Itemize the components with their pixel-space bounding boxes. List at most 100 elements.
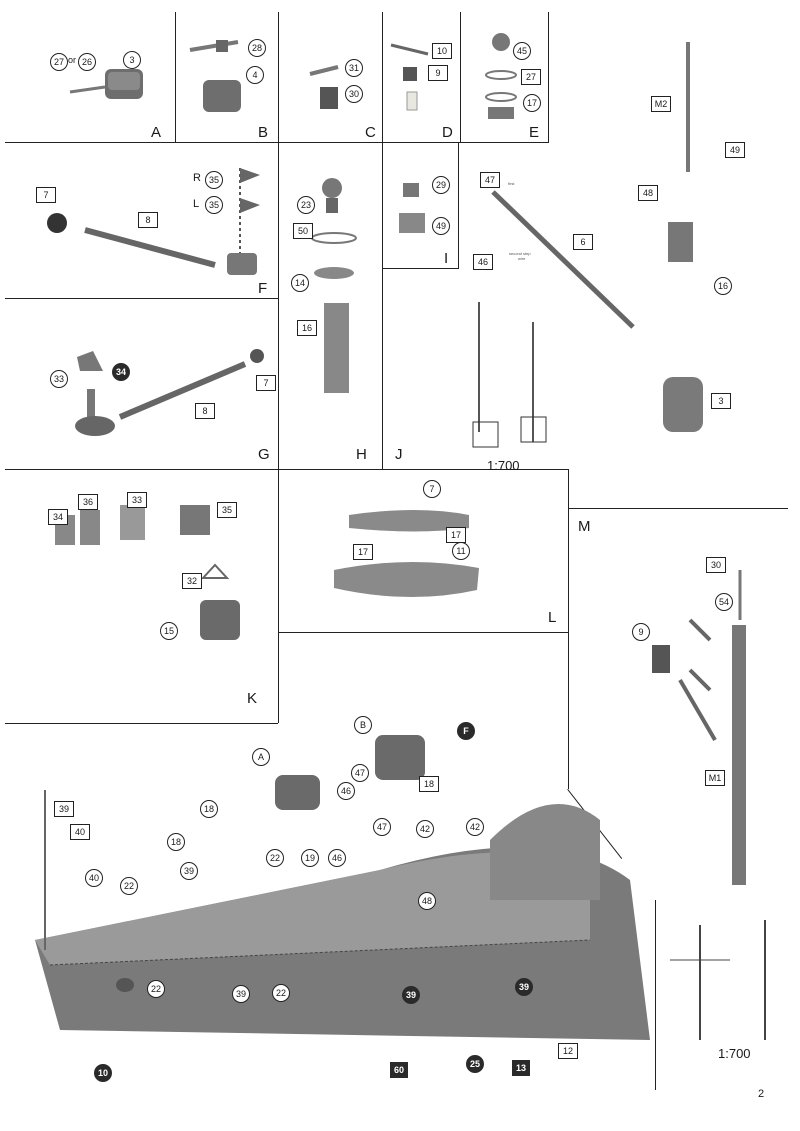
part-11: 11 bbox=[452, 542, 470, 560]
divider bbox=[548, 12, 549, 143]
panel-a-drawing bbox=[69, 69, 143, 99]
panel-g-drawing bbox=[75, 349, 264, 436]
panel-b-letter: B bbox=[258, 124, 269, 141]
part-7-l: 7 bbox=[423, 480, 441, 498]
part-22-h2: 22 bbox=[266, 849, 284, 867]
divider bbox=[382, 142, 383, 469]
divider bbox=[458, 142, 459, 269]
part-18-h3: 18 bbox=[419, 776, 439, 792]
divider bbox=[278, 632, 568, 633]
part-47-h1: 47 bbox=[351, 764, 369, 782]
part-7-g: 7 bbox=[256, 375, 276, 391]
part-m2: M2 bbox=[651, 96, 671, 112]
part-32: 32 bbox=[182, 573, 202, 589]
scale-j: 1:700 bbox=[487, 458, 520, 473]
divider bbox=[278, 469, 279, 723]
panel-j-drawing bbox=[472, 42, 703, 448]
part-40-h2: 40 bbox=[85, 869, 103, 887]
panel-i-letter: I bbox=[444, 250, 449, 267]
part-26: 26 bbox=[78, 53, 96, 71]
part-31: 31 bbox=[345, 59, 363, 77]
divider bbox=[655, 900, 656, 1090]
part-18-h1: 18 bbox=[200, 800, 218, 818]
panel-l-letter: L bbox=[548, 609, 557, 626]
part-36: 36 bbox=[78, 494, 98, 510]
divider bbox=[278, 12, 279, 143]
part-60-dark: 60 bbox=[390, 1062, 408, 1078]
part-25-dark: 25 bbox=[466, 1055, 484, 1073]
part-22-h4: 22 bbox=[272, 984, 290, 1002]
part-9-m: 9 bbox=[632, 623, 650, 641]
part-16-j: 16 bbox=[714, 277, 732, 295]
part-47-j: 47 bbox=[480, 172, 500, 188]
part-46-h1: 46 bbox=[337, 782, 355, 800]
r-label: R bbox=[193, 172, 201, 184]
part-28: 28 bbox=[248, 39, 266, 57]
panel-f-drawing bbox=[47, 168, 260, 275]
part-39-h4: 39 bbox=[402, 986, 420, 1004]
panel-e-letter: E bbox=[529, 124, 540, 141]
page-number: 2 bbox=[758, 1088, 765, 1100]
panel-k-letter: K bbox=[247, 690, 258, 707]
part-39-h5: 39 bbox=[515, 978, 533, 996]
part-15: 15 bbox=[160, 622, 178, 640]
scale-m: 1:700 bbox=[718, 1046, 751, 1061]
part-17-l1: 17 bbox=[353, 544, 373, 560]
panel-c-letter: C bbox=[365, 124, 376, 141]
part-8-f: 8 bbox=[138, 212, 158, 228]
part-14: 14 bbox=[291, 274, 309, 292]
part-10: 10 bbox=[432, 43, 452, 59]
divider bbox=[5, 469, 568, 470]
panel-e-drawing bbox=[485, 33, 517, 119]
divider bbox=[5, 723, 278, 724]
part-35-k: 35 bbox=[217, 502, 237, 518]
panel-f-letter: F bbox=[258, 280, 268, 297]
part-34-g: 34 bbox=[112, 363, 130, 381]
part-50: 50 bbox=[293, 223, 313, 239]
part-17: 17 bbox=[523, 94, 541, 112]
part-4: 4 bbox=[246, 66, 264, 84]
part-40-h1: 40 bbox=[70, 824, 90, 840]
part-48-j: 48 bbox=[638, 185, 658, 201]
panel-m-drawing bbox=[652, 570, 766, 1040]
part-22-h1: 22 bbox=[120, 877, 138, 895]
panel-a-letter: A bbox=[151, 124, 162, 141]
panel-b-drawing bbox=[189, 40, 241, 112]
part-19: 19 bbox=[301, 849, 319, 867]
part-9: 9 bbox=[428, 65, 448, 81]
callout-b: B bbox=[354, 716, 372, 734]
panel-d-letter: D bbox=[442, 124, 453, 141]
part-7-f: 7 bbox=[36, 187, 56, 203]
divider bbox=[5, 142, 548, 143]
part-12: 12 bbox=[558, 1043, 578, 1059]
divider bbox=[278, 142, 279, 469]
part-39-h2: 39 bbox=[180, 862, 198, 880]
hull-drawing bbox=[35, 735, 650, 1040]
part-6: 6 bbox=[573, 234, 593, 250]
part-34-k: 34 bbox=[48, 509, 68, 525]
part-49-i: 49 bbox=[432, 217, 450, 235]
part-3: 3 bbox=[123, 51, 141, 69]
divider bbox=[5, 298, 278, 299]
callout-a: A bbox=[252, 748, 270, 766]
part-46-h2: 46 bbox=[328, 849, 346, 867]
divider bbox=[382, 12, 383, 143]
panel-h-letter: H bbox=[356, 446, 367, 463]
part-39-h3: 39 bbox=[232, 985, 250, 1003]
part-8-g: 8 bbox=[195, 403, 215, 419]
part-30-m: 30 bbox=[706, 557, 726, 573]
part-54: 54 bbox=[715, 593, 733, 611]
divider bbox=[460, 12, 461, 143]
divider bbox=[568, 469, 569, 789]
panel-l-drawing bbox=[334, 510, 479, 598]
part-33-k: 33 bbox=[127, 492, 147, 508]
divider bbox=[568, 508, 788, 509]
part-23: 23 bbox=[297, 196, 315, 214]
part-48-h: 48 bbox=[418, 892, 436, 910]
part-39-h1: 39 bbox=[54, 801, 74, 817]
panel-h-drawing bbox=[311, 178, 357, 393]
part-33-g: 33 bbox=[50, 370, 68, 388]
wire-note: wire bbox=[518, 256, 526, 261]
panel-g-letter: G bbox=[258, 446, 270, 463]
part-42-h1: 42 bbox=[416, 820, 434, 838]
